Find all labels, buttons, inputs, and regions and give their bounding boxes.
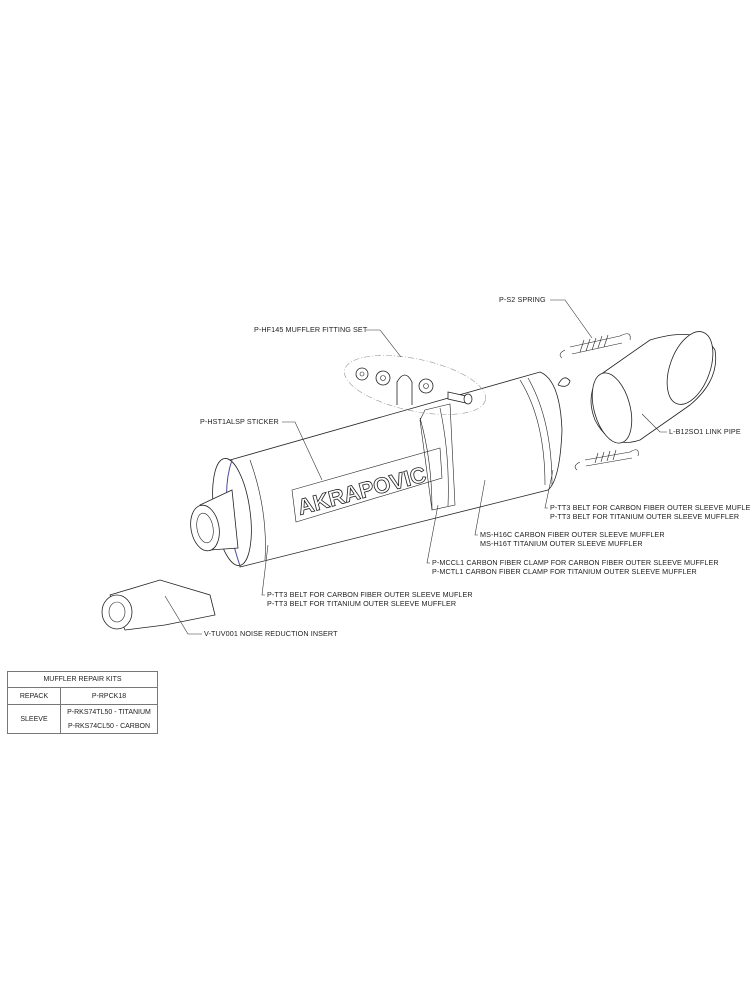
label-fitting-set: P-HF145 MUFFLER FITTING SET	[254, 325, 368, 334]
label-sleeve-carbon: MS-H16C CARBON FIBER OUTER SLEEVE MUFFLE…	[480, 530, 665, 539]
fitting-set	[344, 355, 486, 415]
noise-reduction-insert	[101, 579, 216, 631]
label-spring: P-S2 SPRING	[499, 295, 546, 304]
row-value-sleeve-titanium: P-RKS74TL50 - TITANIUM	[60, 704, 158, 719]
label-belt-left-carbon: P-TT3 BELT FOR CARBON FIBER OUTER SLEEVE…	[267, 590, 473, 599]
label-sticker: P-HST1ALSP STICKER	[200, 417, 279, 426]
label-clamp-titanium: P-MCTL1 CARBON FIBER CLAMP FOR TITANIUM …	[432, 567, 697, 576]
label-clamp-carbon: P-MCCL1 CARBON FIBER CLAMP FOR CARBON FI…	[432, 558, 719, 567]
spring-bottom	[574, 449, 639, 471]
label-link-pipe: L-B12SO1 LINK PIPE	[669, 427, 741, 436]
label-sleeve-titanium: MS-H16T TITANIUM OUTER SLEEVE MUFFLER	[480, 539, 643, 548]
repair-kits-title: MUFFLER REPAIR KITS	[7, 671, 158, 688]
spring-top	[559, 333, 631, 359]
outlet-cone	[190, 489, 239, 552]
row-value-repack: P-RPCK18	[60, 687, 158, 705]
leader-lines	[164, 299, 667, 635]
row-name-sleeve: SLEEVE	[7, 704, 61, 734]
label-insert: V-TUV001 NOISE REDUCTION INSERT	[204, 629, 338, 638]
row-value-sleeve-carbon: P-RKS74CL50 - CARBON	[60, 719, 158, 734]
label-belt-right-titanium: P-TT3 BELT FOR TITANIUM OUTER SLEEVE MUF…	[550, 512, 739, 521]
label-belt-right-carbon: P-TT3 BELT FOR CARBON FIBER OUTER SLEEVE…	[550, 503, 750, 512]
link-pipe	[590, 331, 717, 444]
repair-kits-table: MUFFLER REPAIR KITS REPACK P-RPCK18 SLEE…	[7, 671, 158, 734]
spring-hook	[557, 377, 571, 387]
label-belt-left-titanium: P-TT3 BELT FOR TITANIUM OUTER SLEEVE MUF…	[267, 599, 456, 608]
row-name-repack: REPACK	[7, 687, 61, 705]
